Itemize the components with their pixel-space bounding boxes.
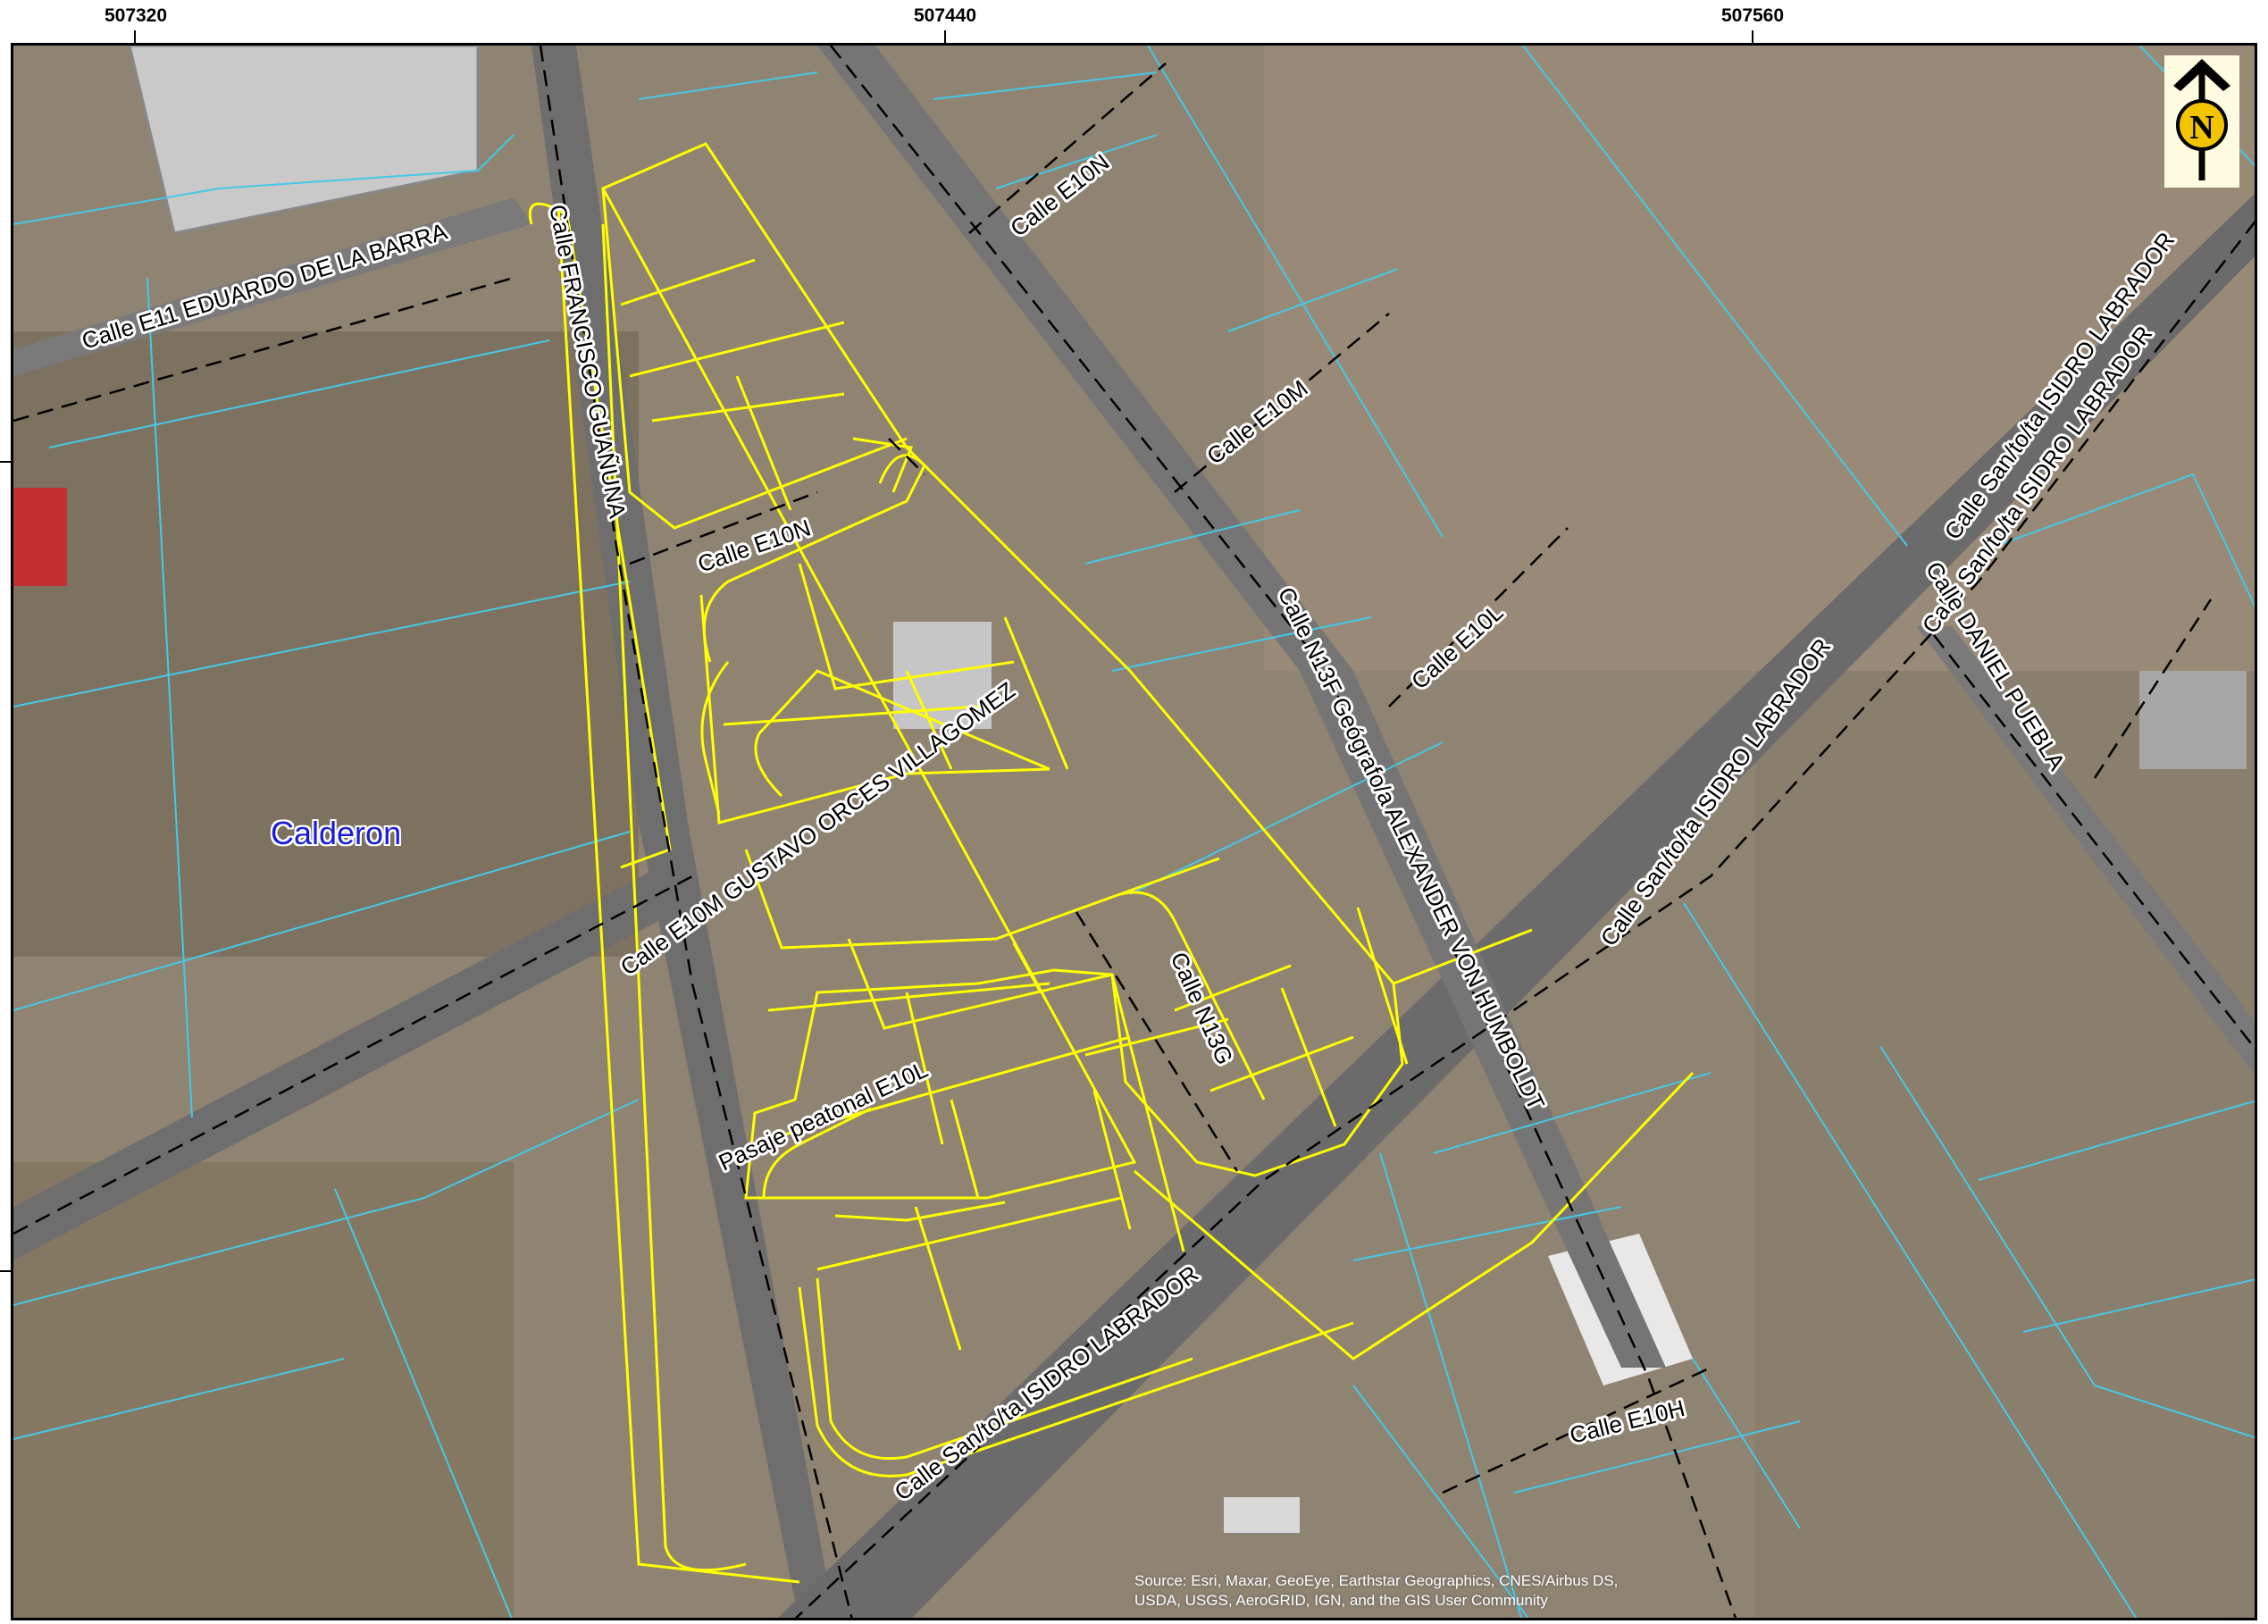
north-arrow: N <box>2164 55 2239 188</box>
road-isidro <box>778 193 2255 1618</box>
map-attribution: Source: Esri, Maxar, GeoEye, Earthstar G… <box>1134 1571 1760 1611</box>
building-roof <box>2139 671 2247 769</box>
road-e11 <box>13 197 531 376</box>
map-frame[interactable]: Calle E11 EDUARDO DE LA BARRA Calle FRAN… <box>11 43 2257 1620</box>
street-centerlines <box>13 46 2255 1618</box>
place-label: Calderon <box>271 815 402 851</box>
attribution-line: Source: Esri, Maxar, GeoEye, Earthstar G… <box>1134 1572 1619 1589</box>
map-canvas[interactable]: Calle E11 EDUARDO DE LA BARRA Calle FRAN… <box>13 46 2257 1620</box>
project-parcel-lines <box>529 142 1695 1584</box>
road-n13f <box>817 46 1666 1368</box>
coordinate-label-507320: 507320 <box>104 5 168 26</box>
open-field <box>13 1162 514 1618</box>
road-daniel <box>1916 626 2255 1076</box>
coordinate-label-507560: 507560 <box>1720 5 1785 26</box>
coordinate-tick <box>0 1270 11 1272</box>
coordinate-tick <box>944 30 946 43</box>
coordinate-tick <box>134 30 136 43</box>
building-roof <box>13 488 67 586</box>
cadastral-parcel-lines <box>13 46 2255 1618</box>
road-francisco <box>531 46 834 1618</box>
open-field <box>1755 671 2255 1618</box>
north-arrow-icon: N <box>2173 59 2230 180</box>
north-letter: N <box>2189 109 2214 146</box>
attribution-line: USDA, USGS, AeroGRID, IGN, and the GIS U… <box>1134 1592 1548 1609</box>
coordinate-tick <box>0 461 11 463</box>
coordinate-label-507440: 507440 <box>913 5 977 26</box>
coordinate-tick <box>1752 30 1753 43</box>
building-roof <box>1224 1497 1300 1533</box>
